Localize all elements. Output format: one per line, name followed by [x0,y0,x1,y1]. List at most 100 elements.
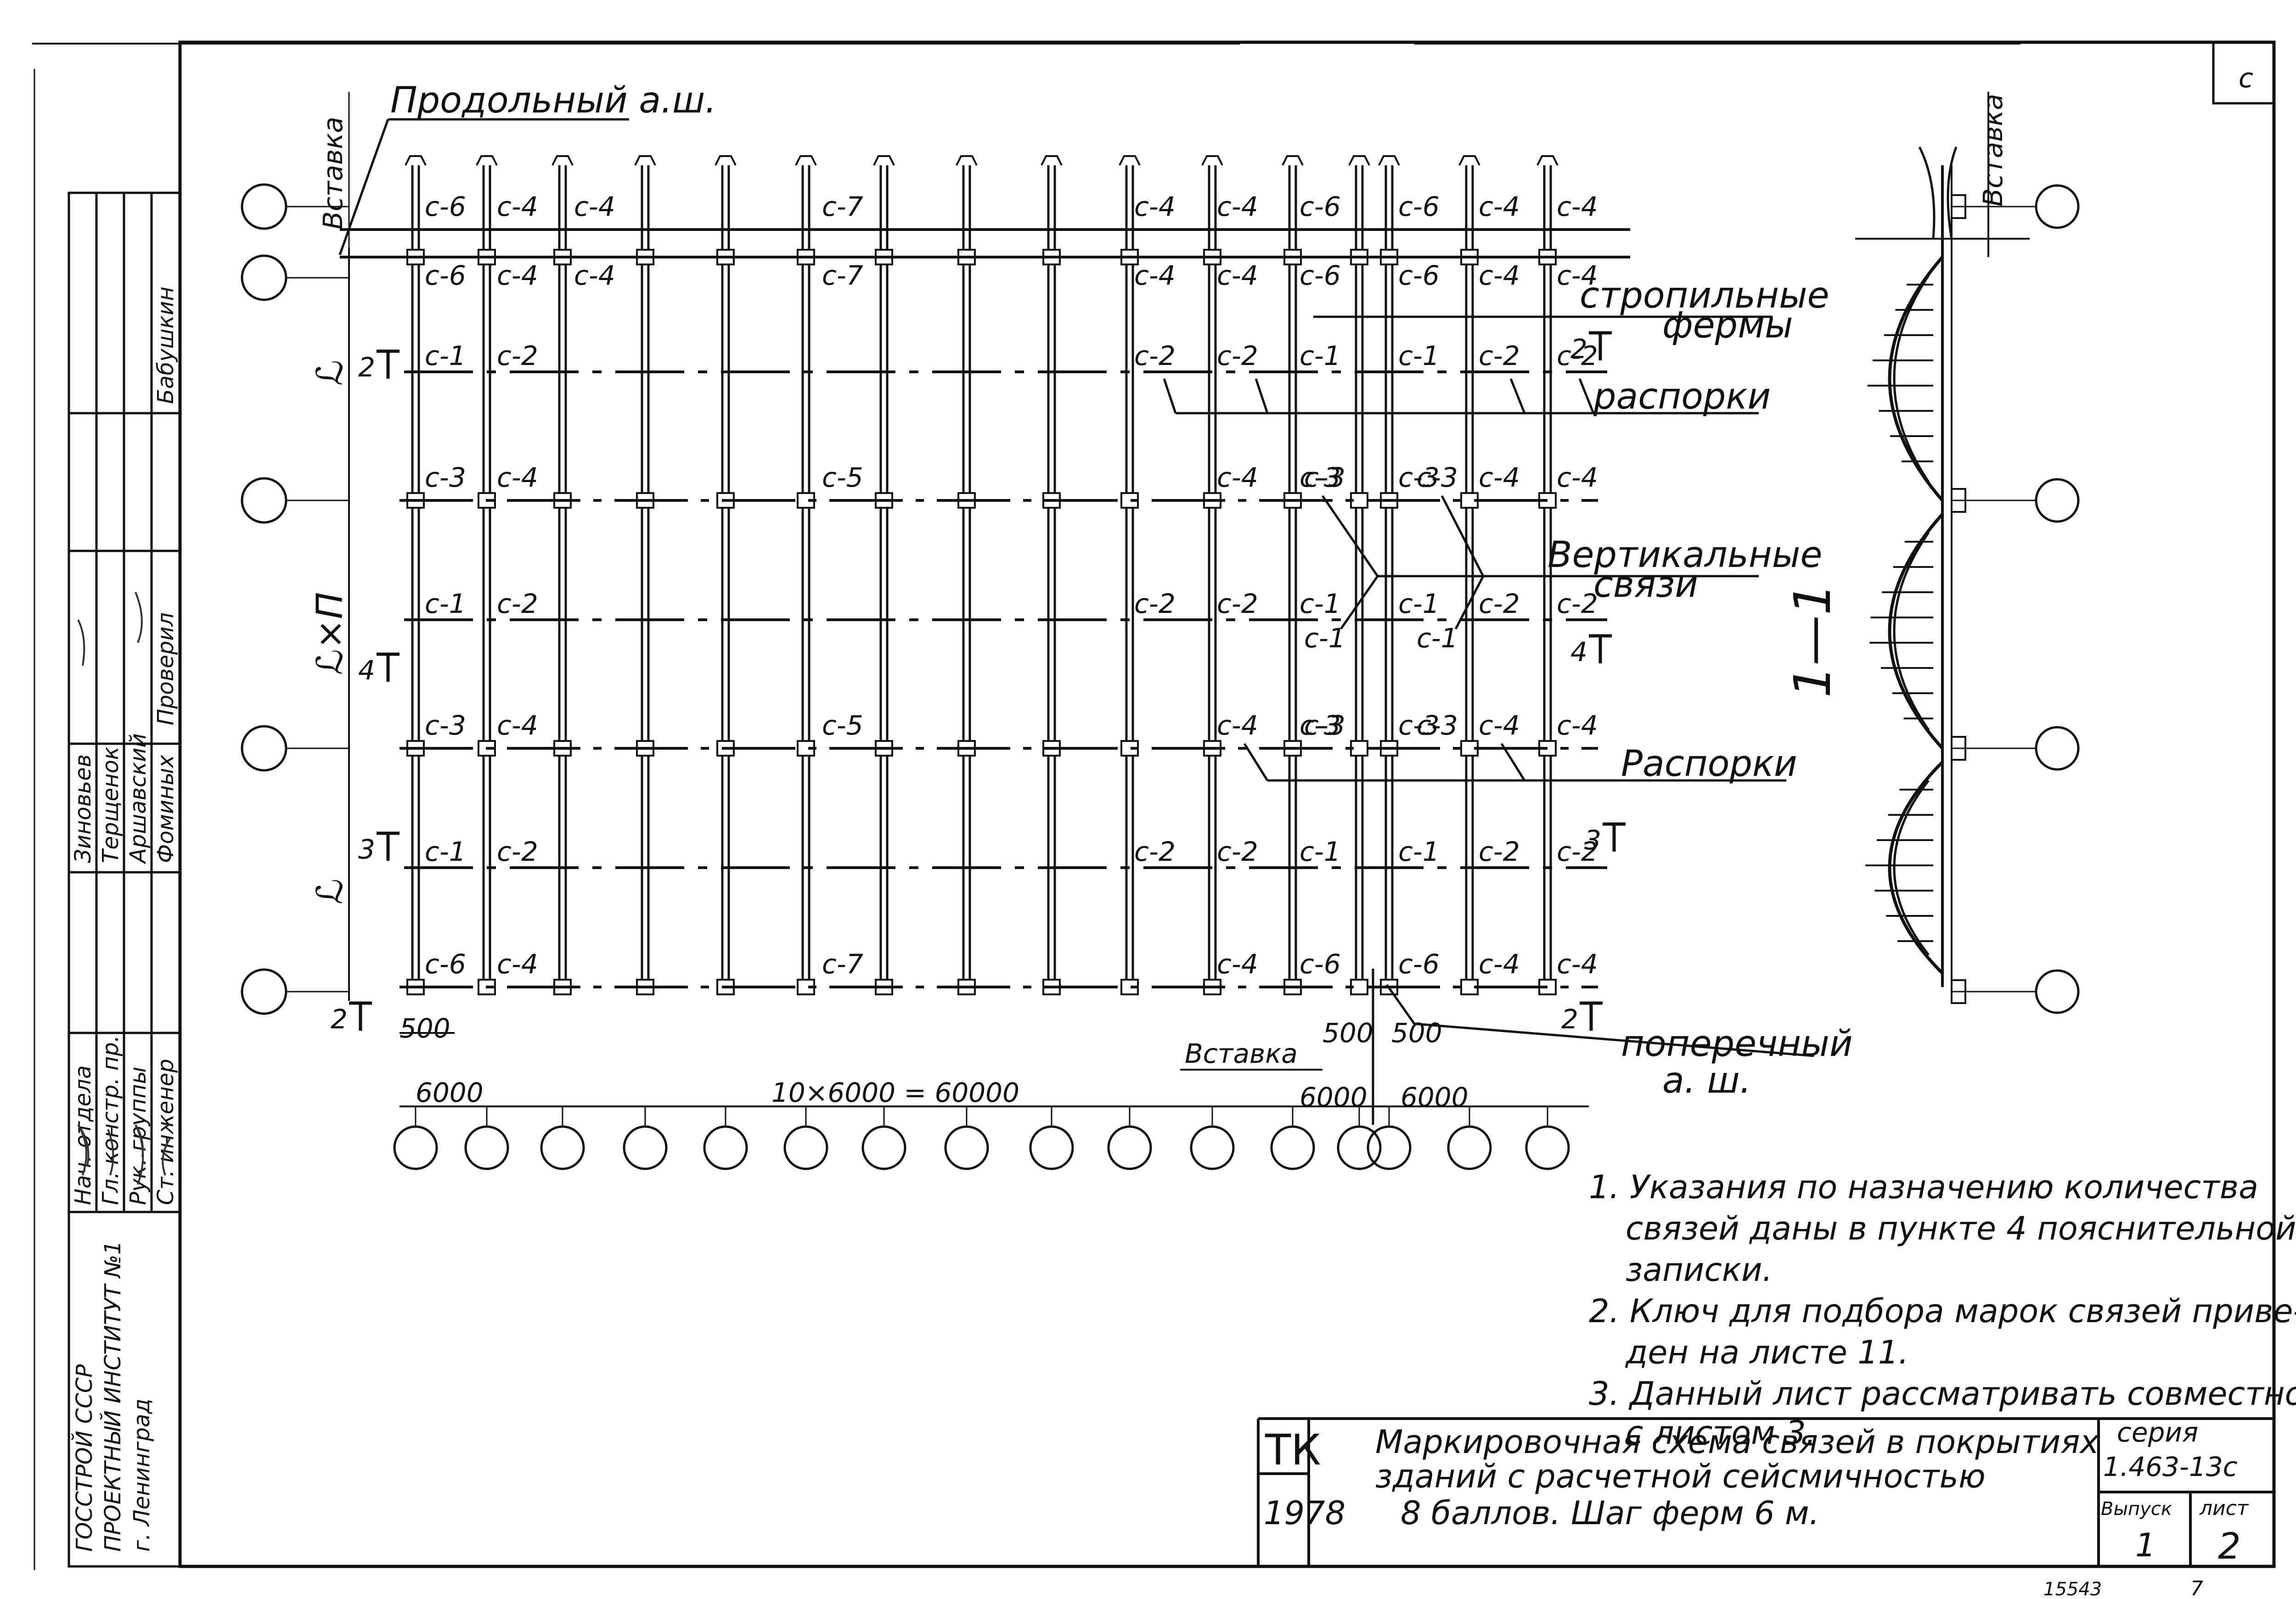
longitudinal-joint-callout [338,118,629,255]
bracing-mark-right: с-4 [1134,191,1176,222]
vertical-bracing-label-1: Вертикальные [1548,534,1822,576]
section-truss-chord [1888,256,1944,502]
stamp-role-2: Гл. констр. пр. [98,1035,124,1205]
truss-end [1201,155,1223,166]
vertical-bracing-mark: с-1 [1417,623,1458,654]
section-mark-number: 2 [1570,333,1587,365]
title-block [1257,1417,2274,1566]
section-support [1951,194,1966,219]
bracing-mark-right: с-1 [1398,340,1440,371]
bracing-mark-right: с-4 [1479,462,1520,493]
note-line: с листом 3. [1626,1414,1816,1452]
title-code: ТК [1265,1425,1321,1475]
axis-bubble-bottom [944,1125,989,1170]
bracing-mark-right: с-1 [1300,588,1341,619]
vertical-bracing-mark: с-3 [1304,710,1345,741]
bracing-mark-right: с-4 [1479,948,1520,980]
section-support [1951,979,1966,1004]
truss-end [405,155,427,166]
bracing-mark-left: с-4 [497,710,538,741]
note-line: 3. Данный лист рассматривать совместно [1589,1375,2296,1413]
dimension-label: 500 [1391,1017,1442,1049]
axis-bubble-bottom [1525,1125,1570,1170]
bracing-mark-right: с-6 [1300,260,1341,291]
bracing-mark-right: с-2 [1479,340,1520,371]
bracing-mark-right: с-2 [1134,588,1176,619]
series-value: 1.463-13с [2103,1451,2238,1482]
bracing-mark-right: с-4 [1557,462,1598,493]
bracing-mark-left: с-1 [425,588,466,619]
section-1-1 [1855,92,2080,1014]
bracing-mark-right: с-4 [1479,260,1520,291]
title-line-1: Маркировочная схема связей в покрытиях [1375,1423,2099,1461]
section-axis-bubble [2035,478,2080,523]
section-mark-number: 3 [1584,825,1601,856]
section-axis-bubble [2035,726,2080,771]
roof-trusses-label-2: фермы [1662,305,1793,346]
section-mark-number: 4 [1570,636,1587,668]
section-support [1951,488,1966,513]
bracing-mark-right: с-2 [1557,588,1598,619]
axis-bubble-left [241,725,287,772]
dimension-label: 10×6000 = 60000 [771,1077,1019,1108]
dimension-label: 500 [1322,1017,1373,1049]
section-truss-chord [1888,761,1944,975]
axis-bubble-bottom [623,1125,668,1170]
note-line: ден на листе 11. [1625,1334,1909,1371]
axis-bubble-left [241,477,287,524]
bracing-mark-right: с-2 [1134,340,1176,371]
corner-mark: с [2239,62,2253,94]
bracing-mark-right: с-6 [1398,191,1440,222]
bracing-mark-right: с-4 [1557,710,1598,741]
bracing-mark-right: с-4 [1557,260,1598,291]
stamp-org-3: г. Ленинград [129,1398,155,1552]
bracing-mark-right: с-1 [1398,588,1440,619]
truss-end [551,155,574,166]
axis-bubble-left [241,254,287,301]
bracing-mark-left: с-2 [497,836,538,867]
section-axis-bubble [2035,969,2080,1014]
section-top-post [1918,146,1958,239]
bracing-mark-left: с-4 [574,260,615,291]
struts-label-1: распорки [1593,376,1771,417]
insert-right-label: Вставка [1977,94,2009,207]
axis-bubble-bottom [861,1125,906,1170]
bracing-mark-right: с-1 [1300,836,1341,867]
bracing-mark-right: с-4 [1217,710,1258,741]
bracing-mark-right: с-2 [1557,836,1598,867]
axis-bubble-left [241,183,287,230]
section-support [1951,736,1966,761]
bracing-mark-right: с-1 [1300,340,1341,371]
stamp-signatures [77,592,171,1185]
axis-bubble-bottom [393,1125,438,1170]
dimension-label: 500 [400,1013,450,1044]
section-truss-inner [1893,532,1930,731]
bracing-mark-left: с-6 [425,260,466,291]
truss-end [1041,155,1063,166]
struts-leader-2 [1243,743,1786,782]
axis-bubble-bottom [1367,1125,1412,1170]
section-truss-inner [1893,275,1930,483]
axis-bubble-bottom [1107,1125,1152,1170]
notes: 1. Указания по назначению количествасвяз… [1589,1168,2296,1452]
bracing-mark-right: с-4 [1217,948,1258,980]
stamp-name-4: Фоминых [153,755,179,863]
section-mark-number: 4 [358,655,375,686]
truss-end [1282,155,1304,166]
bracing-mark-left: с-3 [425,462,466,493]
stamp-org-1: ГОССТРОЙ СССР [71,1364,97,1552]
truss-end [956,155,978,166]
bracing-mark-right: с-3 [1398,710,1440,741]
axis-bubble-bottom [783,1125,828,1170]
axis-bubble-bottom [1270,1125,1315,1170]
sheet-value: 2 [2218,1526,2241,1567]
note-line: 1. Указания по назначению количества [1589,1168,2258,1206]
bracing-mark-left: с-2 [497,588,538,619]
axis-bubble-left [241,968,287,1015]
row-dimension-label: ℒ [310,879,351,904]
axis-bubble-bottom [1190,1125,1235,1170]
truss-end [1119,155,1141,166]
vertical-bracing-mark: с-3 [1304,462,1345,493]
stamp-role-4: Ст. инженер [153,1059,179,1205]
bracing-mark-right: с-4 [1134,260,1176,291]
